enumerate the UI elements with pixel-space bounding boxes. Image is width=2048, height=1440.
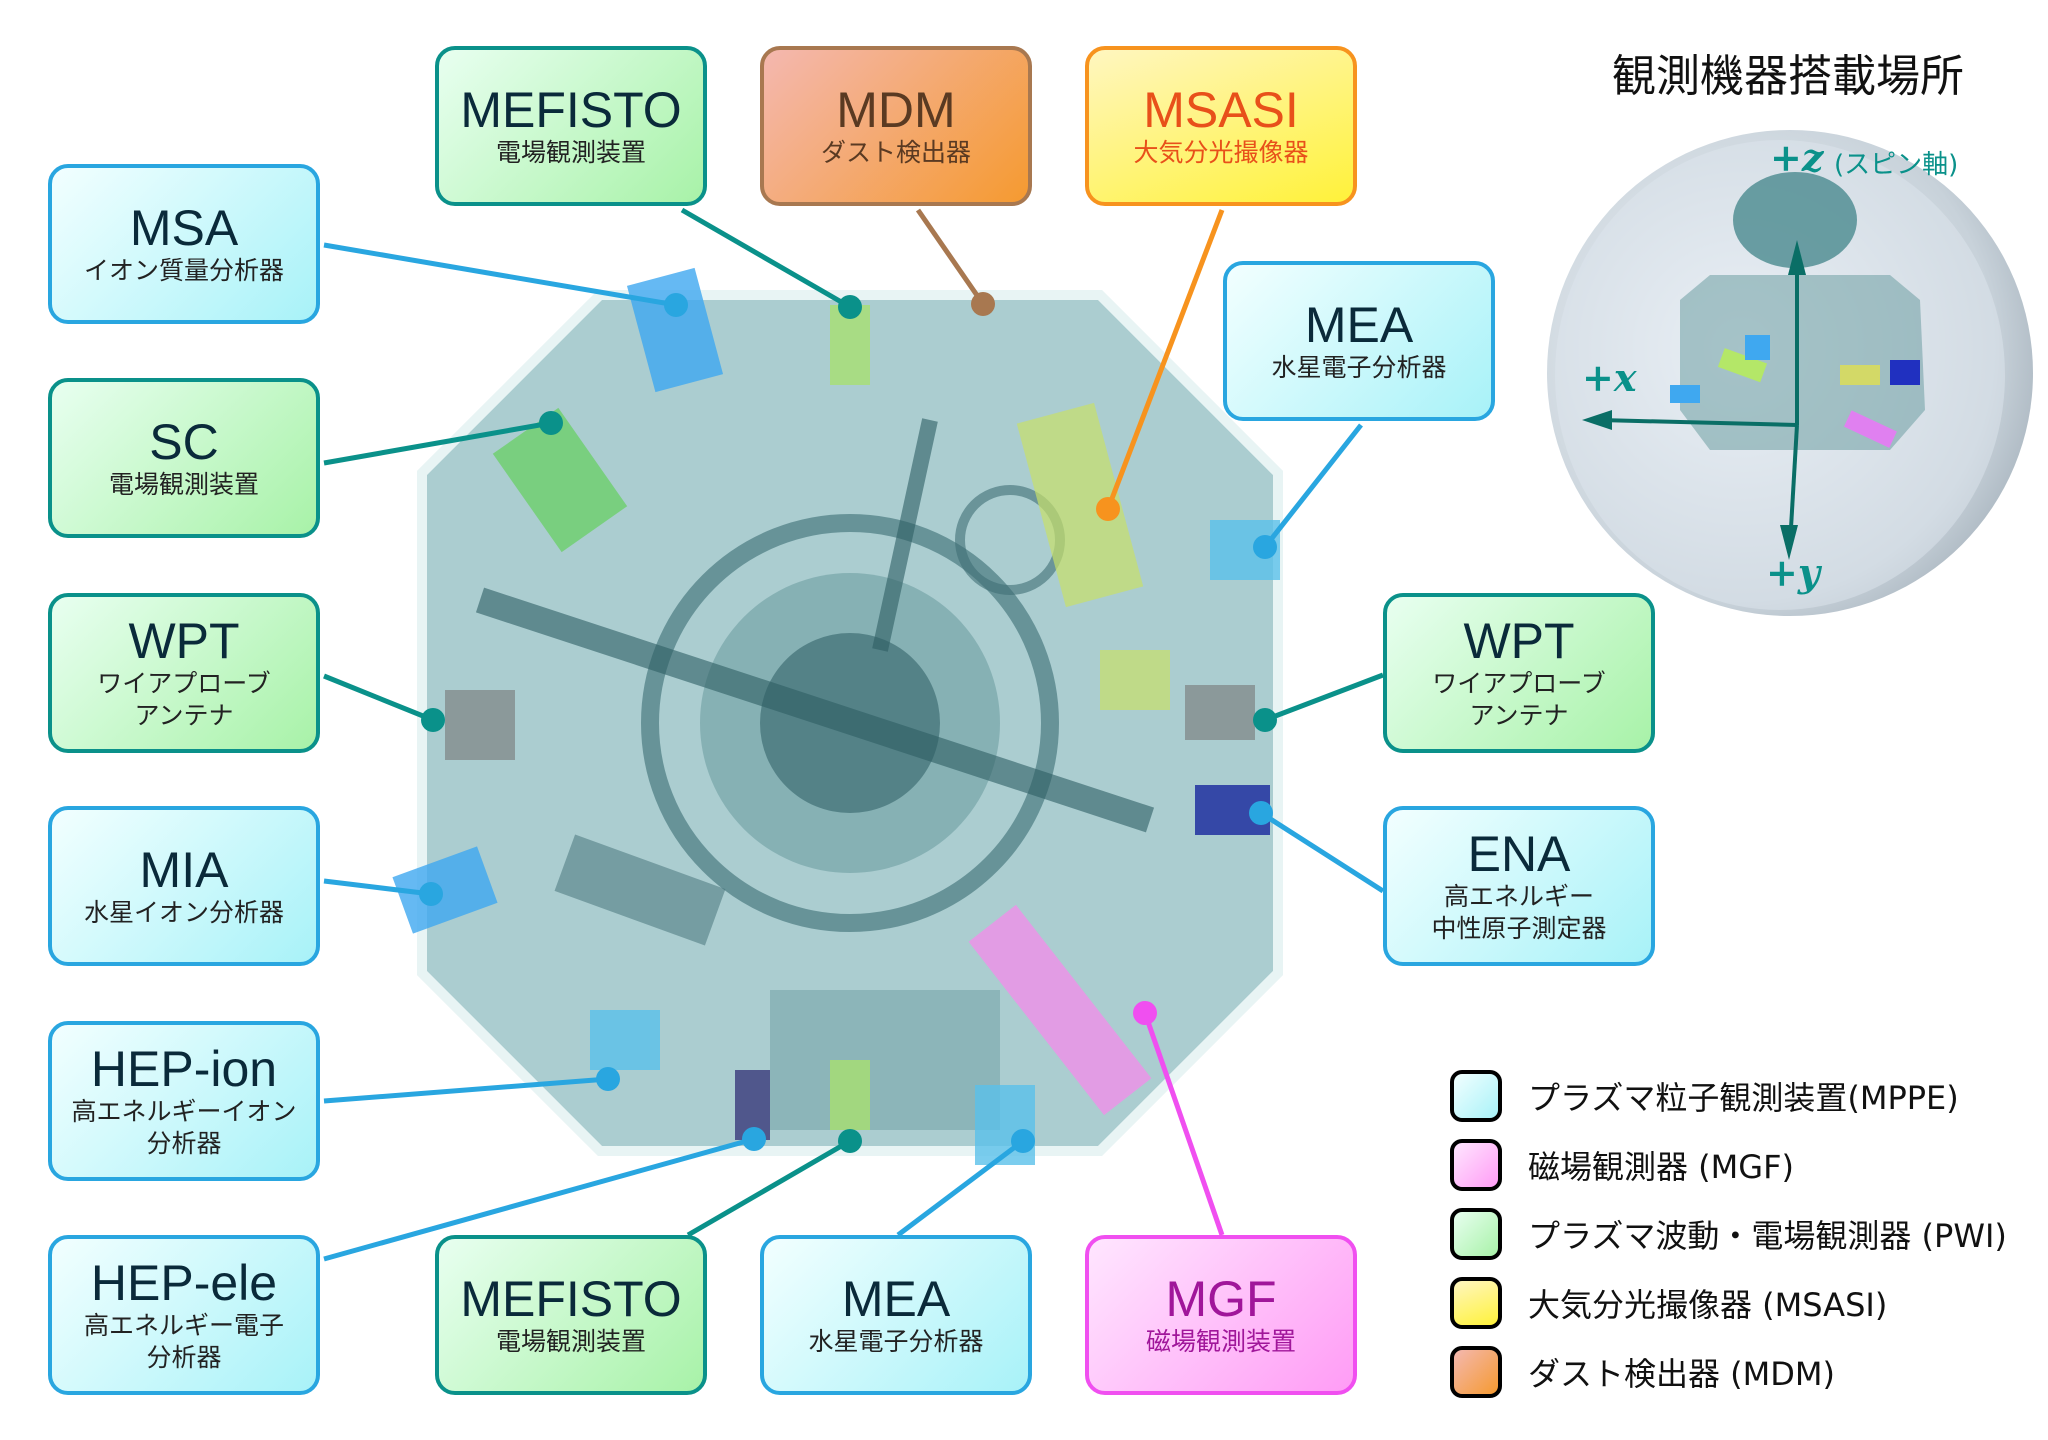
instrument-desc: 水星イオン分析器: [83, 898, 284, 927]
leader-lines: [323, 207, 1385, 1262]
page-title: 観測機器搭載場所: [1612, 51, 1964, 102]
legend-swatch: [1450, 1346, 1502, 1398]
instrument-name: MEA: [841, 1271, 951, 1327]
legend-item-mdm: ダスト検出器 (MDM): [1450, 1346, 1835, 1398]
instrument-desc: 高エネルギー電子 分析器: [83, 1311, 284, 1372]
z-axis-note: (スピン軸): [1834, 150, 1959, 180]
legend-swatch: [1450, 1277, 1502, 1329]
instrument-name: HEP-ele: [90, 1255, 278, 1311]
legend-swatch: [1450, 1070, 1502, 1122]
legend-item-mppe: プラズマ粒子観測装置(MPPE): [1450, 1070, 1959, 1122]
legend-swatch: [1450, 1139, 1502, 1191]
legend-item-msasi: 大気分光撮像器 (MSASI): [1450, 1277, 1887, 1329]
legend-label: ダスト検出器 (MDM): [1528, 1355, 1836, 1393]
x-axis-label: +x: [1582, 355, 1637, 400]
instrument-name: SC: [149, 414, 219, 470]
instrument-name: WPT: [128, 613, 240, 669]
instrument-name: MIA: [139, 842, 229, 898]
instrument-desc: 電場観測装置: [108, 470, 259, 499]
legend-label: 大気分光撮像器 (MSASI): [1528, 1286, 1888, 1324]
instrument-desc: ワイアプローブ アンテナ: [1432, 669, 1606, 730]
legend-item-mgf: 磁場観測器 (MGF): [1450, 1139, 1794, 1191]
instrument-name: MEA: [1304, 297, 1414, 353]
legend-swatch: [1450, 1208, 1502, 1260]
instrument-name: MGF: [1165, 1271, 1277, 1327]
instrument-desc: 水星電子分析器: [808, 1327, 984, 1356]
instrument-desc: 高エネルギー 中性原子測定器: [1431, 882, 1607, 943]
legend-label: 磁場観測器 (MGF): [1528, 1148, 1794, 1186]
instrument-desc: ダスト検出器: [820, 138, 971, 167]
instrument-desc: イオン質量分析器: [83, 256, 284, 285]
instrument-desc: 高エネルギーイオン 分析器: [71, 1097, 297, 1158]
instrument-desc: 電場観測装置: [495, 138, 646, 167]
instrument-desc: 大気分光撮像器: [1133, 138, 1309, 167]
instrument-desc: 磁場観測装置: [1145, 1327, 1296, 1356]
instrument-name: MEFISTO: [460, 82, 682, 138]
instrument-name: MDM: [836, 82, 956, 138]
instrument-name: WPT: [1463, 613, 1575, 669]
instrument-name: HEP-ion: [90, 1041, 278, 1097]
instrument-name: ENA: [1467, 826, 1571, 882]
y-axis-label: +y: [1766, 550, 1820, 595]
legend-item-pwi: プラズマ波動・電場観測器 (PWI): [1450, 1208, 2007, 1260]
instrument-desc: 水星電子分析器: [1271, 353, 1447, 382]
z-axis-label: +z: [1770, 135, 1824, 180]
spacecraft-3d-view: [1547, 130, 2033, 616]
instrument-desc: ワイアプローブ アンテナ: [97, 669, 271, 730]
spacecraft-top-view: [392, 267, 1283, 1165]
legend-label: プラズマ波動・電場観測器 (PWI): [1528, 1217, 2007, 1255]
legend-label: プラズマ粒子観測装置(MPPE): [1528, 1079, 1959, 1117]
instrument-desc: 電場観測装置: [495, 1327, 646, 1356]
instrument-name: MSASI: [1143, 82, 1299, 138]
instrument-name: MSA: [129, 200, 239, 256]
leader-dots: [419, 292, 1277, 1153]
instrument-name: MEFISTO: [460, 1271, 682, 1327]
